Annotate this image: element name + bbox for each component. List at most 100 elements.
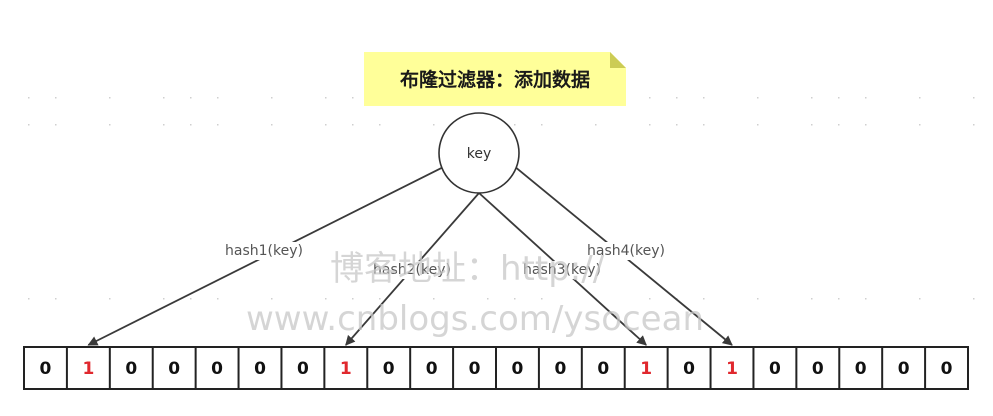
grid-dot (217, 298, 219, 300)
bit-cell-value: 1 (640, 359, 652, 379)
grid-dot (217, 124, 219, 126)
bit-cell-value: 0 (855, 359, 867, 379)
grid-dot (973, 97, 975, 99)
bit-cell-value: 0 (383, 359, 395, 379)
edge-label-bg (226, 242, 302, 260)
grid-dot (28, 97, 30, 99)
grid-dot (865, 124, 867, 126)
bit-cell-value: 0 (941, 359, 953, 379)
grid-dot (28, 124, 30, 126)
bit-cell-value: 0 (597, 359, 609, 379)
edge-label: hash1(key) (225, 243, 303, 259)
bit-cell-value: 0 (812, 359, 824, 379)
diagram-title: 布隆过滤器：添加数据 (400, 68, 590, 91)
grid-dot (919, 124, 921, 126)
grid-dot (109, 298, 111, 300)
grid-dot (703, 97, 705, 99)
bit-cell-value: 0 (40, 359, 52, 379)
grid-dot (325, 298, 327, 300)
grid-dot (433, 124, 435, 126)
grid-dot (487, 298, 489, 300)
grid-dot (676, 97, 678, 99)
key-node: key (438, 112, 520, 194)
hash-edges: hash1(key) hash2(key) hash3(key) hash4(key) (87, 166, 733, 346)
bit-cell-value: 0 (683, 359, 695, 379)
grid-dot (352, 124, 354, 126)
key-circle (438, 112, 520, 194)
grid-dot (433, 298, 435, 300)
bit-cell-value: 0 (297, 359, 309, 379)
grid-dot (865, 97, 867, 99)
bit-cell-value: 0 (769, 359, 781, 379)
edge-label: hash2(key) (373, 262, 451, 278)
edge-label-bg (588, 242, 664, 260)
edge-label-bg (524, 261, 600, 279)
grid-dot (811, 298, 813, 300)
grid-dot (55, 97, 57, 99)
grid-dot (811, 124, 813, 126)
bit-cell-value: 0 (254, 359, 266, 379)
note-shape (364, 52, 626, 106)
title-note: 布隆过滤器：添加数据 (364, 52, 626, 106)
grid-dot (352, 298, 354, 300)
grid-dot (28, 298, 30, 300)
grid-dot (271, 124, 273, 126)
grid-dot (757, 97, 759, 99)
grid-dot (919, 97, 921, 99)
bit-cell-value: 1 (82, 359, 94, 379)
grid-dot (973, 124, 975, 126)
grid-dot (541, 124, 543, 126)
bit-cell-value: 1 (340, 359, 352, 379)
grid-dot (865, 298, 867, 300)
grid-dot (163, 124, 165, 126)
grid-dot (838, 97, 840, 99)
grid-dot (649, 298, 651, 300)
grid-dot (379, 298, 381, 300)
grid-dot (919, 298, 921, 300)
grid-dot (703, 124, 705, 126)
grid-dot (595, 124, 597, 126)
note-fold (610, 52, 626, 68)
key-label: key (467, 146, 492, 162)
grid-dot (514, 124, 516, 126)
grid-dot (217, 97, 219, 99)
bit-cell-value: 0 (211, 359, 223, 379)
grid-dot (163, 298, 165, 300)
grid-dot (325, 124, 327, 126)
grid-dot (55, 124, 57, 126)
grid-dot (838, 298, 840, 300)
grid-dot (271, 298, 273, 300)
bit-cell-value: 0 (168, 359, 180, 379)
bit-cell-value: 0 (554, 359, 566, 379)
grid-dot (703, 298, 705, 300)
grid-dot (190, 298, 192, 300)
grid-dot (676, 124, 678, 126)
grid-dot (649, 97, 651, 99)
bit-cell-value: 0 (426, 359, 438, 379)
watermark-line2: www.cnblogs.com/ysocean (246, 299, 704, 339)
grid-dot (190, 124, 192, 126)
grid-dot (325, 97, 327, 99)
grid-dot (352, 97, 354, 99)
grid-dot (109, 97, 111, 99)
grid-dot (973, 298, 975, 300)
grid-dot (838, 124, 840, 126)
grid-dot (379, 124, 381, 126)
edge-label: hash3(key) (523, 262, 601, 278)
bit-cell-value: 0 (512, 359, 524, 379)
bit-cell-value: 1 (726, 359, 738, 379)
grid-dot (109, 124, 111, 126)
grid-dot (811, 97, 813, 99)
grid-dot (649, 124, 651, 126)
grid-dot (514, 298, 516, 300)
grid-dot (190, 97, 192, 99)
grid-dot (271, 97, 273, 99)
background-grid (28, 97, 975, 300)
grid-dot (55, 298, 57, 300)
edge-label: hash4(key) (587, 243, 665, 259)
watermark-line1: 博客地址：http:// (330, 249, 605, 289)
bit-cell-value: 0 (898, 359, 910, 379)
bit-cell-value: 0 (469, 359, 481, 379)
